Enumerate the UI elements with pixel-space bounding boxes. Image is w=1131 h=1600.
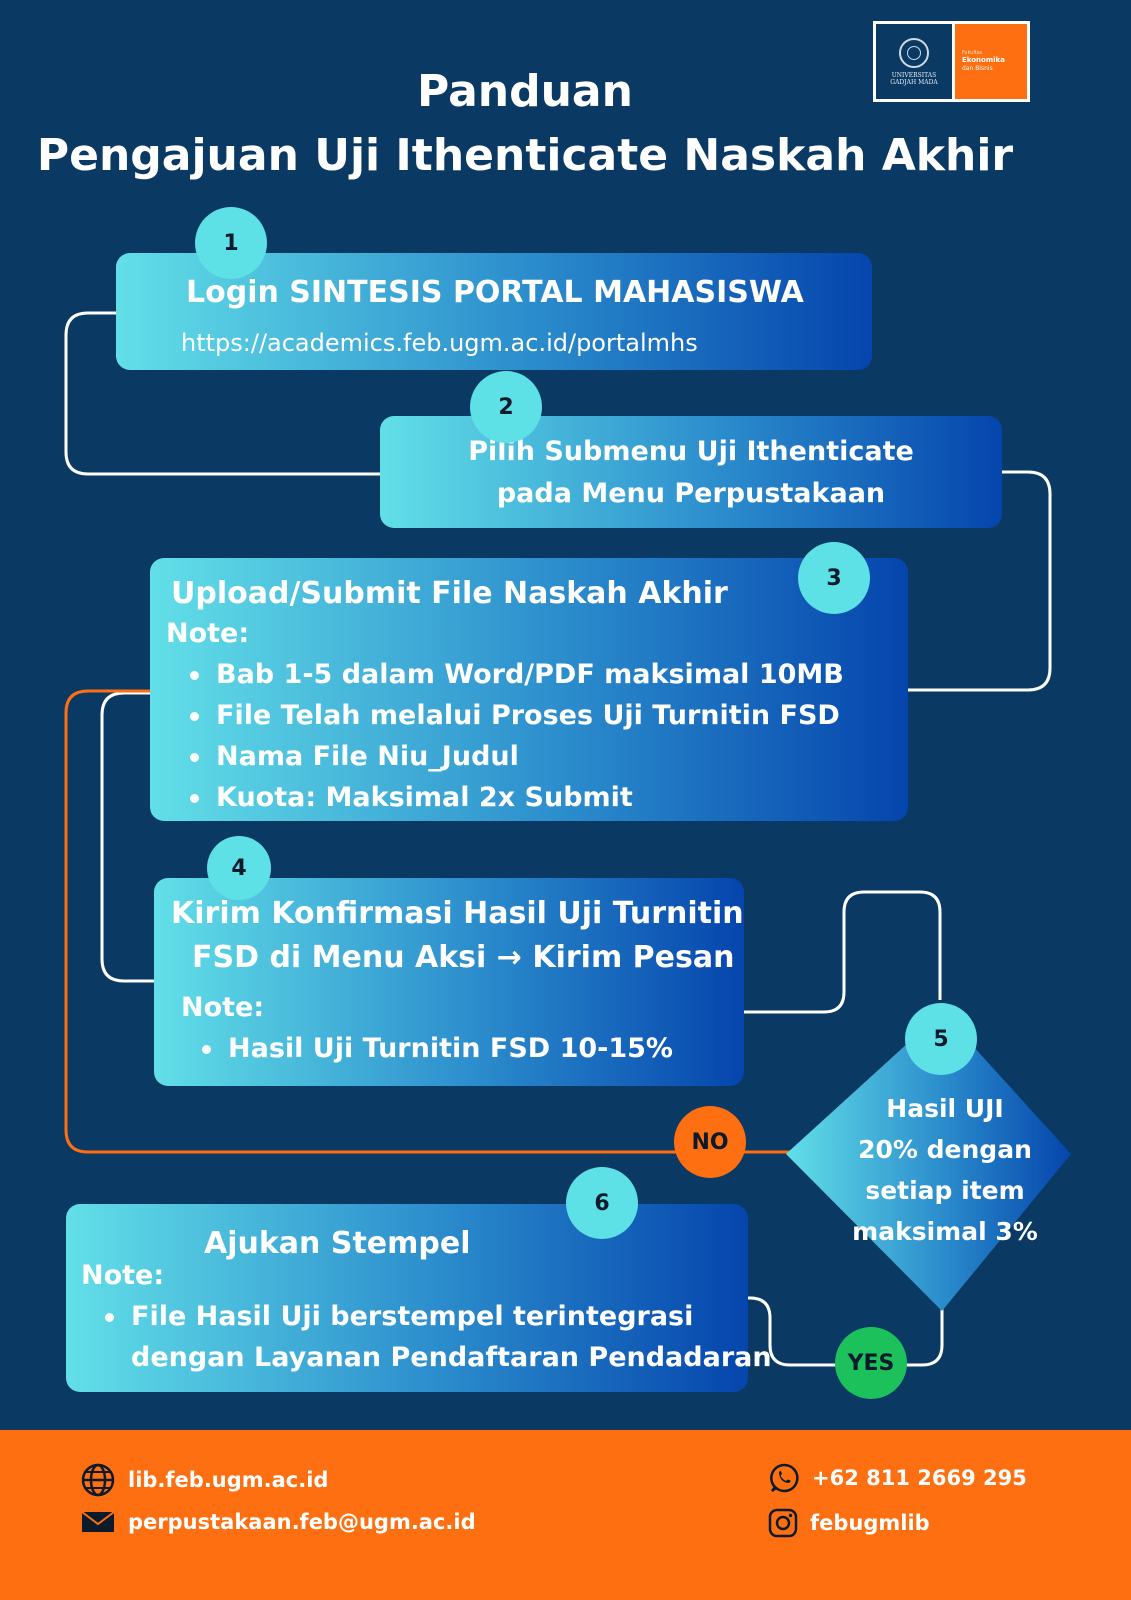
step-3-note-item: Bab 1-5 dalam Word/PDF maksimal 10MB: [190, 654, 844, 695]
step-1-title: Login SINTESIS PORTAL MAHASISWA: [186, 275, 804, 310]
step-3-note-item: Nama File Niu_Judul: [190, 736, 844, 777]
step-3-number: 3: [798, 542, 870, 614]
logo-university-line-1: UNIVERSITAS: [891, 71, 937, 79]
step-4-line-2: FSD di Menu Aksi → Kirim Pesan: [192, 940, 735, 975]
step-1-number: 1: [195, 207, 267, 279]
footer-email[interactable]: perpustakaan.feb@ugm.ac.id: [80, 1508, 476, 1536]
step-3-note-item: File Telah melalui Proses Uji Turnitin F…: [190, 695, 844, 736]
step-6-title: Ajukan Stempel: [204, 1226, 471, 1261]
no-badge: NO: [674, 1106, 746, 1178]
globe-icon: [81, 1463, 115, 1497]
logo-university-line-2: GADJAH MADA: [890, 78, 938, 86]
step-3-note-label: Note:: [166, 618, 250, 649]
logo-faculty-line-1: Ekonomika: [962, 56, 1005, 64]
step-6-number: 6: [566, 1167, 638, 1239]
whatsapp-icon: [770, 1463, 799, 1493]
step-6-note-item: dengan Layanan Pendaftaran Pendadaran: [131, 1342, 772, 1373]
footer-instagram-text: febugmlib: [810, 1511, 930, 1535]
step-6-note-item: File Hasil Uji berstempel terintegrasi: [105, 1296, 772, 1337]
decision-diamond: [786, 1012, 1071, 1311]
step-6-note-list: File Hasil Uji berstempel terintegrasi d…: [105, 1296, 772, 1378]
step-5-line: maksimal 3%: [852, 1217, 1038, 1246]
step-3-note-list: Bab 1-5 dalam Word/PDF maksimal 10MB Fil…: [190, 654, 844, 818]
yes-badge: YES: [835, 1327, 907, 1399]
step-3-title: Upload/Submit File Naskah Akhir: [171, 576, 728, 611]
feb-logo-block: Fakultas Ekonomika dan Bisnis: [952, 24, 1027, 99]
step-5-line: setiap item: [865, 1176, 1025, 1205]
instagram-icon: [768, 1508, 798, 1538]
ugm-logo-block: UNIVERSITAS GADJAH MADA: [876, 24, 952, 99]
flow-connectors: [64, 311, 1071, 1367]
footer-email-text: perpustakaan.feb@ugm.ac.id: [128, 1510, 476, 1534]
page-title-line-1: Panduan: [417, 66, 633, 117]
step-2-box: Pilih Submenu Uji Ithenticate pada Menu …: [380, 416, 1002, 528]
step-4-box: Kirim Konfirmasi Hasil Uji Turnitin FSD …: [154, 878, 744, 1086]
step-2-number: 2: [470, 371, 542, 443]
step-5-line: Hasil UJI: [886, 1094, 1004, 1123]
step-4-line-1: Kirim Konfirmasi Hasil Uji Turnitin: [171, 896, 744, 931]
connector-step2-step3: [905, 470, 1052, 692]
step-2-line-2: pada Menu Perpustakaan: [496, 478, 886, 509]
connector-step3-step4: [100, 691, 156, 983]
step-3-note-item: Kuota: Maksimal 2x Submit: [190, 777, 844, 818]
step-4-note-list: Hasil Uji Turnitin FSD 10-15%: [202, 1028, 673, 1069]
step-4-note-item: Hasil Uji Turnitin FSD 10-15%: [202, 1028, 673, 1069]
step-6-note-label: Note:: [81, 1260, 165, 1291]
footer-website-text: lib.feb.ugm.ac.id: [128, 1468, 329, 1492]
footer-phone[interactable]: +62 811 2669 295: [768, 1462, 1027, 1494]
connector-step4-step5: [744, 890, 942, 1014]
step-3-box: Upload/Submit File Naskah Akhir Note: Ba…: [150, 558, 908, 821]
step-5-line: 20% dengan: [858, 1135, 1032, 1164]
step-5-decision-text: Hasil UJI 20% dengan setiap item maksima…: [840, 1088, 1050, 1252]
footer: lib.feb.ugm.ac.id perpustakaan.feb@ugm.a…: [0, 1430, 1131, 1600]
step-6-box: Ajukan Stempel Note: File Hasil Uji bers…: [66, 1204, 772, 1392]
page-title-line-2: Pengajuan Uji Ithenticate Naskah Akhir: [36, 130, 1014, 181]
logo-faculty-line-2: dan Bisnis: [962, 65, 993, 72]
step-5-number: 5: [905, 1003, 977, 1075]
step-4-number: 4: [207, 836, 271, 900]
connector-no-loop: [64, 689, 790, 1154]
connector-step1-step2: [64, 311, 382, 476]
ugm-seal-icon: [899, 37, 929, 68]
footer-website[interactable]: lib.feb.ugm.ac.id: [80, 1462, 328, 1498]
step-2-line-1: Pilih Submenu Uji Ithenticate: [468, 436, 914, 467]
step-1-url: https://academics.feb.ugm.ac.id/portalmh…: [181, 329, 698, 357]
logo-faculty-prefix: Fakultas: [962, 50, 983, 56]
mail-icon: [81, 1511, 115, 1532]
footer-phone-text: +62 811 2669 295: [812, 1466, 1027, 1490]
ugm-feb-logo: UNIVERSITAS GADJAH MADA Fakultas Ekonomi…: [873, 21, 1030, 102]
step-4-note-label: Note:: [181, 992, 265, 1023]
footer-instagram[interactable]: febugmlib: [768, 1508, 930, 1538]
connector-yes-step6: [746, 1296, 944, 1367]
